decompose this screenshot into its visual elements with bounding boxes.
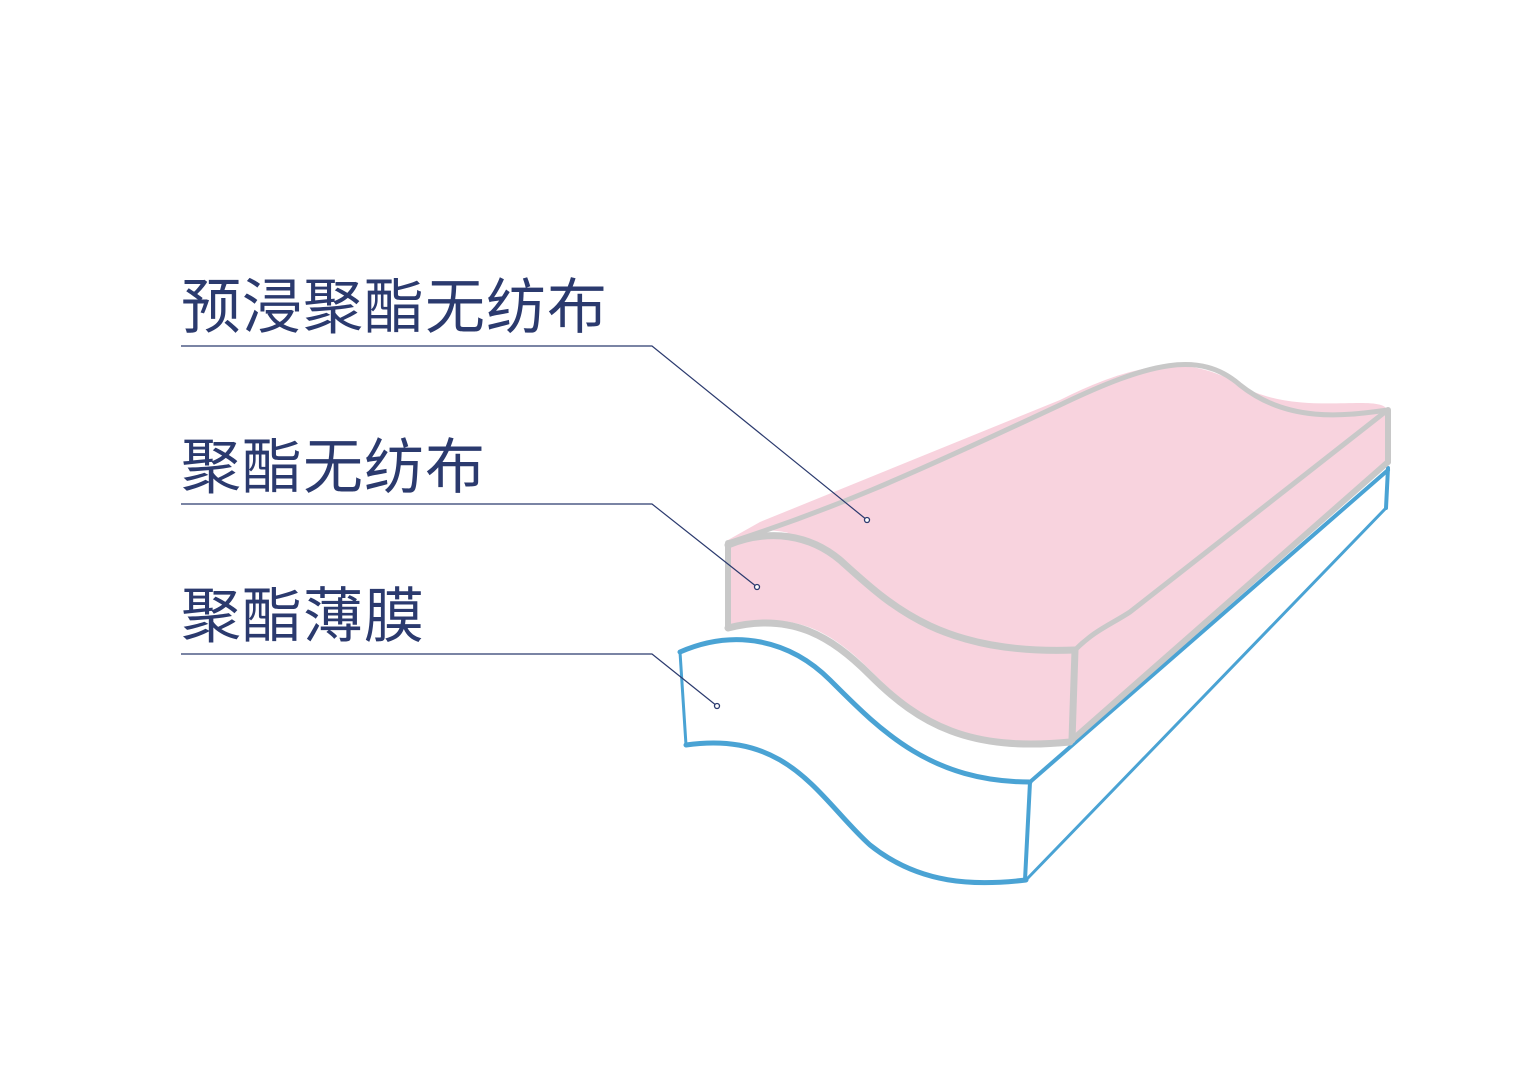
prepreg-top-outline bbox=[725, 362, 1391, 546]
leader-dot-film bbox=[713, 702, 721, 710]
polyester-film-body bbox=[680, 468, 1388, 884]
nonwoven-corner-edge bbox=[1068, 646, 1079, 744]
polyester-film-corner-edge bbox=[1023, 780, 1032, 882]
label-polyester-film: 聚酯薄膜 bbox=[181, 582, 425, 652]
polyester-film-left-edge bbox=[678, 650, 688, 747]
nonwoven-top-back-edge bbox=[1072, 409, 1388, 653]
leader-lines bbox=[181, 345, 868, 707]
nonwoven-front-top-edge bbox=[724, 532, 1079, 654]
nonwoven-bottom-back-edge bbox=[1069, 459, 1391, 743]
nonwoven-block bbox=[724, 362, 1391, 748]
leader-dot-prepreg bbox=[863, 516, 871, 524]
leader-dot-nonwoven bbox=[753, 583, 761, 591]
leader-line-film bbox=[181, 653, 718, 707]
nonwoven-front-bottom-edge bbox=[724, 619, 1074, 748]
label-polyester-nonwoven: 聚酯无纺布 bbox=[181, 433, 486, 503]
label-prepreg-polyester-nonwoven: 预浸聚酯无纺布 bbox=[181, 273, 608, 343]
polyester-film-back-edge bbox=[1384, 466, 1390, 510]
polyester-film-bottom-back-edge bbox=[1024, 506, 1388, 882]
polyester-film-layer bbox=[677, 466, 1390, 886]
nonwoven-body bbox=[728, 365, 1388, 747]
polyester-film-front-bottom-edge bbox=[683, 740, 1029, 886]
leader-line-nonwoven bbox=[181, 503, 758, 588]
polyester-film-top-back-edge bbox=[1028, 468, 1390, 784]
leader-line-prepreg bbox=[181, 345, 868, 521]
leader-dots bbox=[713, 516, 871, 710]
polyester-film-front-top-edge bbox=[677, 637, 1033, 785]
